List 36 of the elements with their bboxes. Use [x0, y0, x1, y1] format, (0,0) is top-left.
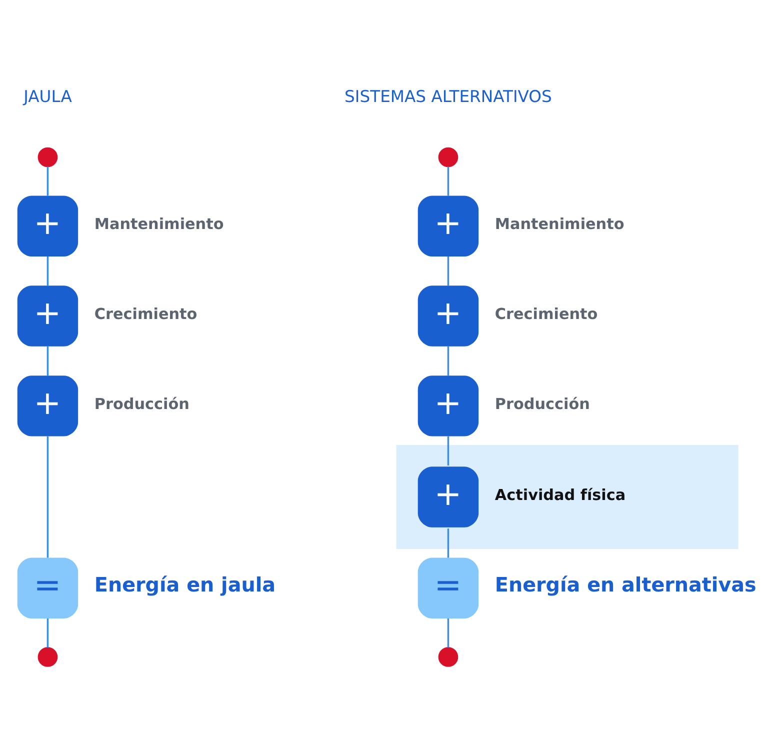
label: SISTEMAS ALTERNATIVOS [344, 86, 552, 106]
node-box: + [17, 375, 78, 436]
connector [46, 618, 49, 647]
cluster [396, 444, 738, 548]
connector [447, 346, 450, 376]
node-circle [38, 146, 58, 167]
connector [46, 256, 49, 286]
connector [447, 436, 450, 465]
connector [46, 166, 49, 196]
node-label: Producción [94, 394, 190, 412]
node-box: + [418, 285, 479, 346]
connector [46, 346, 49, 376]
connector [447, 166, 450, 196]
node-label: Energía en alternativas [494, 573, 756, 596]
node-label: Crecimiento [94, 304, 198, 322]
node-box: + [17, 195, 78, 256]
node-label: Mantenimiento [494, 214, 624, 232]
node-label: Mantenimiento [94, 214, 224, 232]
node-label: Crecimiento [494, 304, 598, 322]
node-circle [438, 646, 458, 666]
node-box: + [418, 195, 479, 256]
node-box: = [418, 557, 479, 618]
connector [46, 436, 49, 558]
node-label: Actividad física [494, 485, 626, 504]
node-box: + [418, 375, 479, 436]
node-circle [38, 646, 58, 666]
connector [447, 618, 450, 647]
node-label: Producción [494, 394, 590, 412]
connector [447, 256, 450, 286]
connector [447, 528, 450, 558]
node-circle [438, 146, 458, 167]
label: JAULA [24, 86, 72, 106]
node-box: + [418, 466, 479, 527]
node-box: = [17, 557, 78, 618]
node-label: Energía en jaula [94, 573, 276, 596]
node-box: + [17, 285, 78, 346]
